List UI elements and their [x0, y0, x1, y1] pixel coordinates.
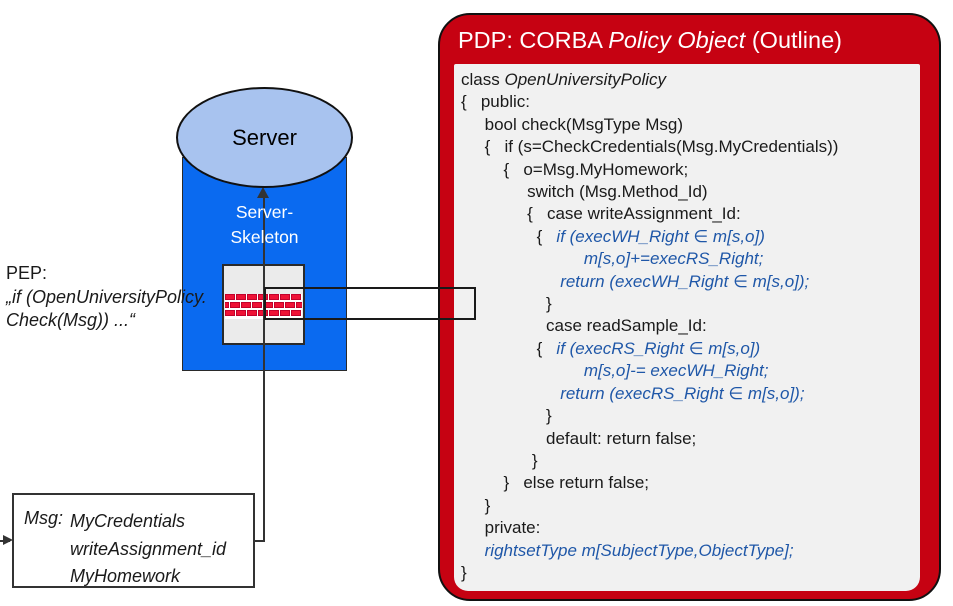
code-line: case readSample_Id: — [461, 316, 707, 336]
code-line: bool check(MsgType Msg) — [461, 114, 684, 134]
pdp-panel: PDP: CORBA Policy Object (Outline) class… — [438, 13, 941, 601]
skeleton-label-line1: Server- — [235, 202, 294, 222]
pep-code-line2: Check(Msg)) ...“ — [6, 310, 136, 330]
code-line: m[s,o]-= execWH_Right; — [583, 361, 769, 381]
pep-code-line1: „if (OpenUniversityPolicy. — [6, 286, 207, 307]
code-line: } — [461, 406, 552, 426]
code-line: return (execWH_Right ∈ m[s,o]); — [560, 271, 810, 291]
pdp-code-box: class OpenUniversityPolicy { public: bool… — [454, 64, 920, 591]
code-line: class OpenUniversityPolicy — [461, 70, 667, 89]
code-line: } else return false; — [461, 473, 650, 493]
code-line: m[s,o]+=execRS_Right; — [583, 249, 764, 269]
arrow-up-icon — [257, 187, 269, 198]
server-label: Server — [232, 124, 297, 150]
code-line: } — [461, 294, 552, 314]
code-line: { if (s=CheckCredentials(Msg.MyCredentia… — [461, 137, 839, 157]
msg-item: MyCredentials — [70, 511, 186, 531]
code-line: { if (execWH_Right ∈ m[s,o]) — [461, 226, 765, 246]
code-line: switch (Msg.Method_Id) — [461, 182, 708, 202]
pep-caption: PEP: „if (OpenUniversityPolicy. Check(Ms… — [6, 262, 207, 333]
pep-pdp-connector — [264, 287, 476, 320]
server-ellipse: Server — [176, 87, 353, 188]
code-line: { if (execRS_Right ∈ m[s,o]) — [461, 338, 761, 358]
code-line: { case writeAssignment_Id: — [461, 204, 741, 224]
msg-item: MyHomework — [70, 566, 181, 586]
message-flow-line — [263, 196, 265, 542]
msg-box-connector-line — [254, 540, 265, 542]
skeleton-label: Server- Skeleton — [182, 200, 347, 250]
code-line: } — [461, 495, 491, 515]
pdp-title: PDP: CORBA Policy Object (Outline) — [458, 27, 842, 53]
arrow-right-icon — [3, 535, 13, 545]
code-line: } — [461, 450, 538, 470]
code-line: private: — [461, 518, 541, 538]
code-line: { o=Msg.MyHomework; — [461, 159, 689, 179]
code-line: default: return false; — [461, 428, 697, 448]
msg-label: Msg: — [24, 508, 64, 528]
pep-label: PEP: — [6, 263, 48, 283]
code-line: } — [461, 562, 467, 582]
msg-item: writeAssignment_id — [70, 538, 227, 559]
code-line: rightsetType m[SubjectType,ObjectType]; — [484, 540, 794, 560]
code-line: { public: — [461, 92, 530, 112]
code-line: return (execRS_Right ∈ m[s,o]); — [560, 383, 805, 403]
skeleton-label-line2: Skeleton — [230, 227, 299, 247]
